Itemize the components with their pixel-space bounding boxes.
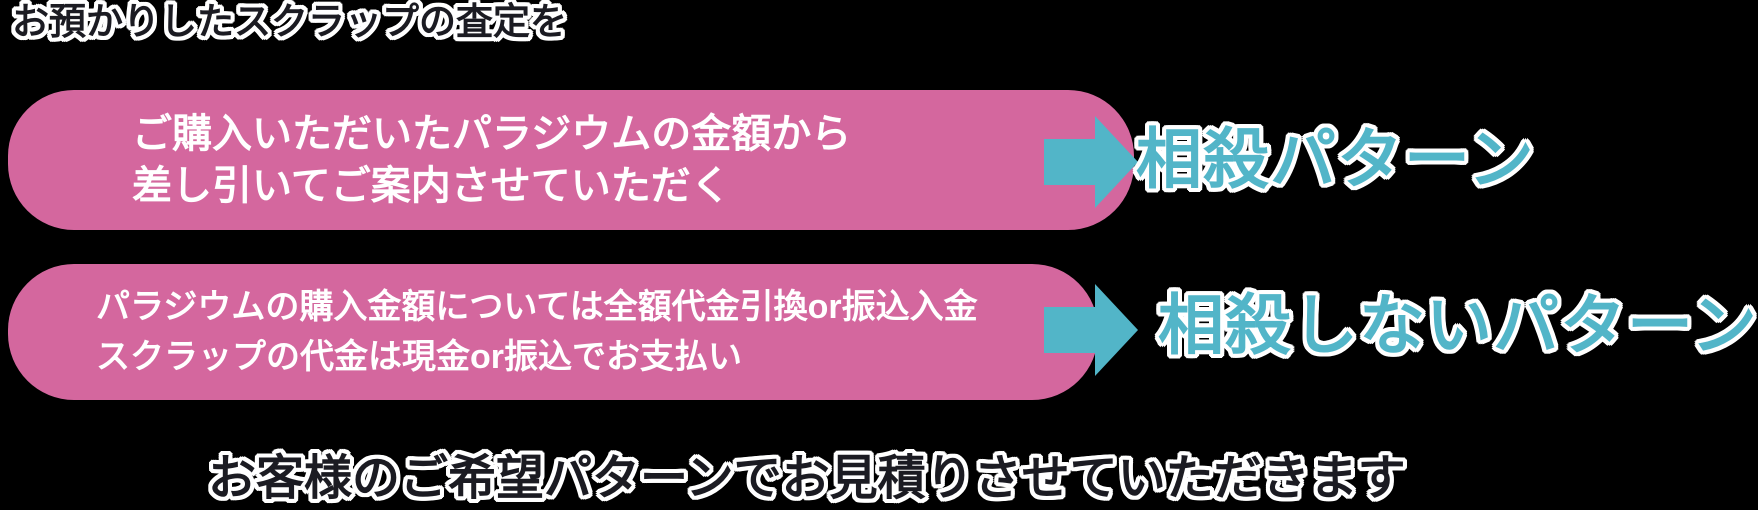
pattern-1-description-line-2: 差し引いてご案内させていただく bbox=[132, 164, 731, 208]
pattern-1-label: 相殺パターン bbox=[1136, 122, 1535, 196]
pattern-1-description-line-1: ご購入いただいたパラジウムの金額から bbox=[132, 112, 852, 156]
page-title: お預かりしたスクラップの査定を bbox=[12, 1, 567, 42]
footer-note: お客様のご希望パターンでお見積りさせていただきます bbox=[208, 452, 1406, 505]
right-arrow-icon bbox=[1044, 284, 1138, 376]
pattern-2-description-box: パラジウムの購入金額については全額代金引換or振込入金 スクラップの代金は現金o… bbox=[8, 264, 1098, 400]
pattern-2-description-line-1: パラジウムの購入金額については全額代金引換or振込入金 bbox=[96, 288, 978, 326]
pattern-2-description-line-2: スクラップの代金は現金or振込でお支払い bbox=[96, 338, 742, 376]
right-arrow-icon bbox=[1044, 116, 1138, 208]
pattern-2-label: 相殺しないパターン bbox=[1158, 288, 1758, 362]
pattern-1-description-box: ご購入いただいたパラジウムの金額から 差し引いてご案内させていただく bbox=[8, 90, 1134, 230]
